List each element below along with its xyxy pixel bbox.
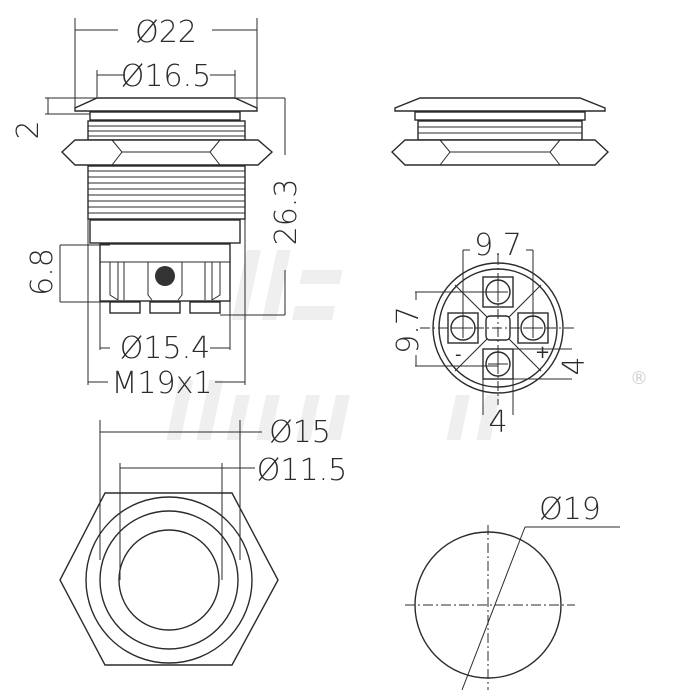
side-view: Ø22 Ø16.5 2 26.3 6.8 Ø15.4 M19x1 xyxy=(11,15,304,401)
inner-diameter-label: Ø11.5 xyxy=(257,453,347,488)
bezel-ring xyxy=(89,111,241,121)
dimension-lines xyxy=(45,18,286,385)
body-diameter-label: Ø15.4 xyxy=(120,331,210,366)
led-hole-icon xyxy=(155,266,175,286)
total-length-label: 26.3 xyxy=(269,179,304,246)
pitch-vertical-label: 9.7 xyxy=(391,306,426,354)
terminal-dimension-lines xyxy=(415,249,572,415)
plus-marking: + xyxy=(535,342,550,363)
nut-facets xyxy=(111,139,221,166)
registered-mark: ® xyxy=(630,368,648,389)
cap-diameter-label: Ø22 xyxy=(135,15,197,50)
housing-ribs xyxy=(100,261,230,301)
body xyxy=(89,219,241,244)
cap-height-label: 2 xyxy=(11,120,46,139)
cap xyxy=(74,97,258,112)
terminal-height-label: 4 xyxy=(557,356,592,375)
pitch-horizontal-label: 9.7 xyxy=(474,228,522,263)
thread-label: M19x1 xyxy=(112,366,213,401)
minus-marking: - xyxy=(455,344,462,365)
watermark-line1-shape xyxy=(231,250,343,320)
upper-thread-lines xyxy=(88,125,245,137)
hex-nut-front xyxy=(59,492,279,666)
panel-cutout: Ø19 xyxy=(405,492,620,691)
lower-thread xyxy=(87,165,246,220)
watermark-logo xyxy=(166,250,501,440)
terminal-height-label: 6.8 xyxy=(25,248,60,296)
front-view: Ø15 Ø11.5 xyxy=(59,415,347,666)
terminals xyxy=(109,301,221,314)
terminal-width-label: 4 xyxy=(488,405,507,440)
cutout-diameter-label: Ø19 xyxy=(539,492,601,527)
terminal-view: 9.7 9.7 4 4 - + xyxy=(391,228,592,440)
outer-diameter-label: Ø15 xyxy=(269,415,331,450)
watermark-line2-shape xyxy=(166,380,501,440)
button-diameter-label: Ø16.5 xyxy=(121,59,211,94)
lower-thread-lines xyxy=(88,170,245,214)
side-view-plain xyxy=(390,97,610,166)
